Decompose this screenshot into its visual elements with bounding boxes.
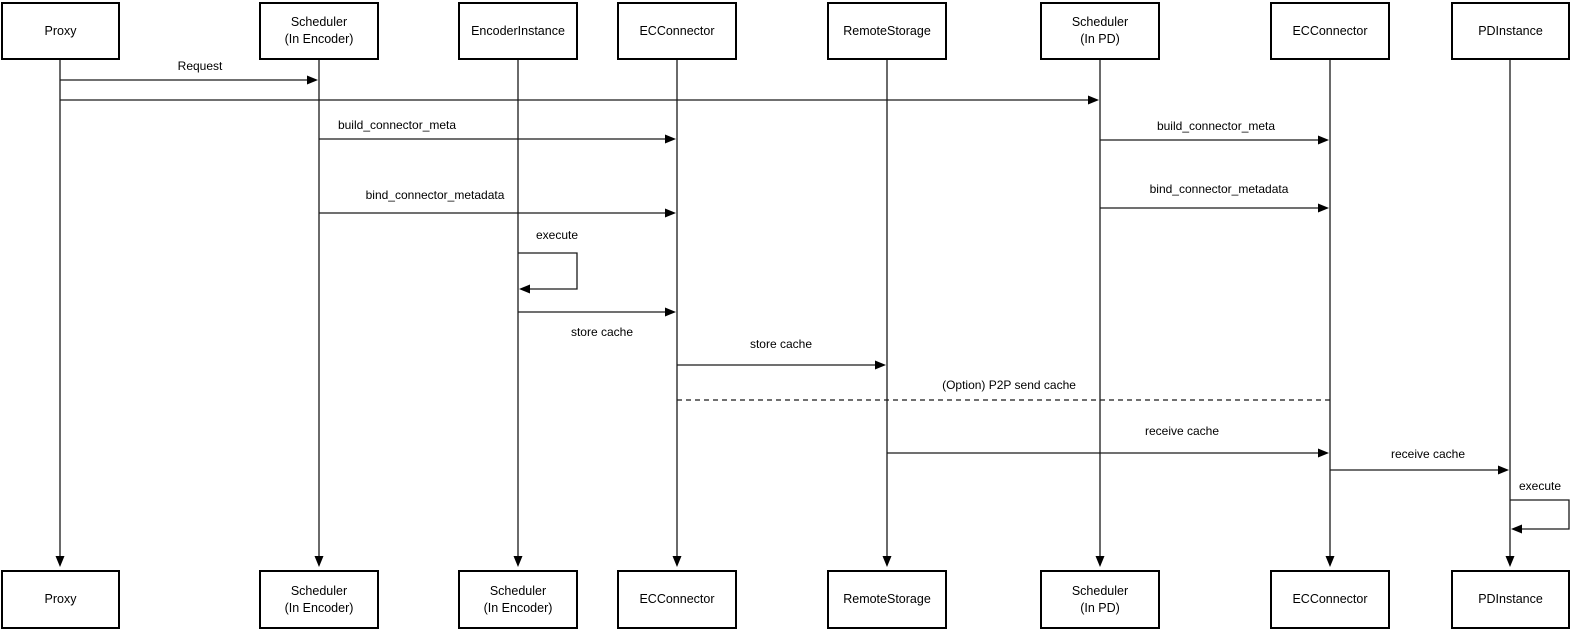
lifeline-arrowhead-icon-ec-connector-pd — [1325, 556, 1335, 567]
actor-box-top-proxy: Proxy — [1, 2, 120, 60]
actor-label: Scheduler (In PD) — [1071, 583, 1129, 615]
lifeline-arrowhead-icon-scheduler-pd — [1095, 556, 1105, 567]
message-bind-connector-metadata-pd-arrowhead-icon — [1318, 203, 1329, 213]
message-receive-cache-pd-label: receive cache — [1390, 447, 1466, 461]
lifeline-arrowhead-icon-pd-instance — [1505, 556, 1515, 567]
message-build-connector-meta-pd-arrowhead-icon — [1318, 135, 1329, 145]
actor-label: Scheduler (In Encoder) — [284, 583, 354, 615]
actor-label: RemoteStorage — [843, 23, 931, 38]
actor-box-top-pd-instance: PDInstance — [1451, 2, 1570, 60]
message-store-cache-remote-label: store cache — [749, 337, 813, 351]
actor-box-top-encoder-instance: EncoderInstance — [458, 2, 578, 60]
lifeline-arrowhead-icon-scheduler-encoder — [314, 556, 324, 567]
message-request-label: Request — [177, 59, 223, 73]
message-execute-encoder-label: execute — [535, 228, 579, 242]
lifeline-arrowhead-icon-encoder-instance — [513, 556, 523, 567]
actor-box-bottom-proxy: Proxy — [1, 570, 120, 629]
actor-label: RemoteStorage — [843, 592, 931, 607]
actor-box-bottom-ec-connector-pd: ECConnector — [1270, 570, 1390, 629]
actor-label: Scheduler (In Encoder) — [483, 583, 553, 615]
actor-label: Proxy — [44, 592, 77, 607]
message-request-arrowhead-icon — [307, 75, 318, 85]
actor-label: ECConnector — [639, 23, 715, 38]
lifeline-arrowhead-icon-remote-storage — [882, 556, 892, 567]
message-receive-cache-ec-arrowhead-icon — [1318, 448, 1329, 458]
message-receive-cache-ec-label: receive cache — [1144, 424, 1220, 438]
lifeline-arrowhead-icon-proxy — [55, 556, 65, 567]
message-forward-request-arrowhead-icon — [1088, 95, 1099, 105]
message-store-cache-remote-arrowhead-icon — [875, 360, 886, 370]
actor-box-top-ec-connector-encoder: ECConnector — [617, 2, 737, 60]
message-store-cache-encoder-label: store cache — [570, 325, 634, 339]
actor-box-bottom-remote-storage: RemoteStorage — [827, 570, 947, 629]
actor-box-bottom-scheduler-pd: Scheduler (In PD) — [1040, 570, 1160, 629]
actor-box-top-remote-storage: RemoteStorage — [827, 2, 947, 60]
message-bind-connector-metadata-pd-label: bind_connector_metadata — [1149, 182, 1289, 196]
actor-label: Proxy — [44, 23, 77, 38]
actor-label: PDInstance — [1478, 592, 1543, 607]
actor-box-top-scheduler-pd: Scheduler (In PD) — [1040, 2, 1160, 60]
actor-label: PDInstance — [1478, 23, 1543, 38]
message-p2p-send-cache-label: (Option) P2P send cache — [942, 378, 1076, 392]
actor-label: ECConnector — [1292, 592, 1368, 607]
message-build-connector-meta-encoder-arrowhead-icon — [665, 134, 676, 144]
actor-label: Scheduler (In PD) — [1071, 15, 1129, 46]
message-execute-pd-label: execute — [1518, 479, 1562, 493]
actor-label: EncoderInstance — [471, 23, 565, 38]
actor-box-top-scheduler-encoder: Scheduler (In Encoder) — [259, 2, 379, 60]
actor-label: ECConnector — [1292, 23, 1368, 38]
actor-box-bottom-pd-instance: PDInstance — [1451, 570, 1570, 629]
actor-box-bottom-encoder-instance: Scheduler (In Encoder) — [458, 570, 578, 629]
message-execute-encoder-self-loop — [518, 252, 578, 290]
message-build-connector-meta-pd-label: build_connector_meta — [1156, 119, 1276, 133]
actor-box-top-ec-connector-pd: ECConnector — [1270, 2, 1390, 60]
actor-label: Scheduler (In Encoder) — [284, 15, 354, 46]
lifeline-arrowhead-icon-ec-connector-encoder — [672, 556, 682, 567]
message-execute-pd-arrowhead-icon — [1511, 524, 1522, 534]
message-execute-encoder-arrowhead-icon — [519, 284, 530, 294]
message-store-cache-encoder-arrowhead-icon — [665, 307, 676, 317]
message-execute-pd-self-loop — [1510, 499, 1570, 530]
message-bind-connector-metadata-encoder-label: bind_connector_metadata — [365, 188, 505, 202]
actor-box-bottom-scheduler-encoder: Scheduler (In Encoder) — [259, 570, 379, 629]
message-build-connector-meta-encoder-label: build_connector_meta — [337, 118, 457, 132]
message-receive-cache-pd-arrowhead-icon — [1498, 465, 1509, 475]
message-bind-connector-metadata-encoder-arrowhead-icon — [665, 208, 676, 218]
actor-box-bottom-ec-connector-encoder: ECConnector — [617, 570, 737, 629]
actor-label: ECConnector — [639, 592, 715, 607]
